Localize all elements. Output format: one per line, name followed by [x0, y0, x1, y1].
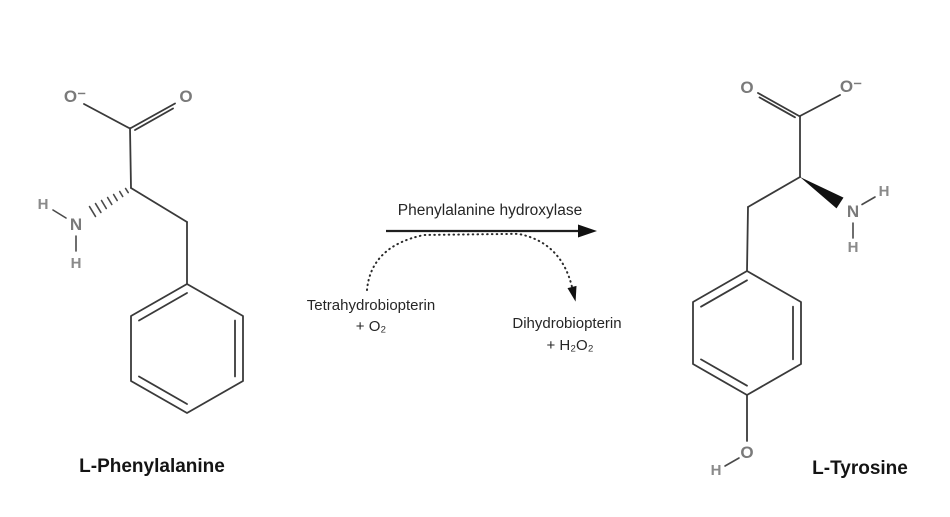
- tyr-amine-h-bottom-label: H: [848, 239, 859, 256]
- reaction-arrowhead: [578, 224, 597, 238]
- product-name-label: L-Tyrosine: [812, 458, 908, 479]
- ring-double-bond: [700, 279, 748, 308]
- tyrosine-structure: O O⁻ N H H O H L-Tyrosine: [692, 77, 908, 479]
- tyr-amine-n-label: N: [847, 202, 859, 221]
- reaction-center: Phenylalanine hydroxylase Tetrahydrobiop…: [307, 202, 622, 354]
- cofactor-arrowhead: [567, 285, 577, 302]
- phe-benzene-ring: [130, 283, 244, 414]
- tyr-carboxylate-o-label: O: [740, 78, 753, 97]
- phe-amine-n-label: N: [70, 215, 82, 234]
- phe-hashed-wedge-bond: [88, 187, 129, 218]
- tyr-hydroxyl-h-label: H: [711, 462, 722, 479]
- double-bond-inner: [134, 107, 174, 131]
- bond: [129, 102, 176, 130]
- bond: [129, 127, 132, 189]
- tyr-amine-h-top-label: H: [879, 183, 890, 200]
- bond: [83, 103, 130, 129]
- phe-carboxylate-o-minus-label: O⁻: [64, 87, 86, 106]
- cofactor-out-h2o2: + H₂O₂: [546, 337, 593, 354]
- ring-double-bond: [700, 358, 748, 387]
- bond: [746, 206, 749, 272]
- cofactor-arc: [366, 232, 573, 291]
- bond: [757, 92, 801, 118]
- bond: [130, 187, 188, 223]
- bond: [799, 94, 841, 117]
- cofactor-in-o2: + O₂: [356, 318, 387, 335]
- tyr-hydroxyl-o-label: O: [740, 443, 753, 462]
- bond: [861, 196, 876, 206]
- enzyme-name-label: Phenylalanine hydroxylase: [398, 202, 582, 219]
- cofactor-out-name: Dihydrobiopterin: [512, 315, 621, 332]
- double-bond-inner: [758, 96, 796, 119]
- substrate-name-label: L-Phenylalanine: [79, 456, 225, 477]
- phe-carboxylate-o-label: O: [179, 87, 192, 106]
- ring-double-bond: [138, 292, 188, 322]
- phe-amine-h-top-label: H: [38, 196, 49, 213]
- tyr-solid-wedge-bond: [800, 177, 844, 209]
- tyr-carboxylate-o-minus-label: O⁻: [840, 77, 862, 96]
- ring-double-bond: [138, 375, 188, 405]
- bond: [747, 176, 801, 208]
- tyr-benzene-ring: [692, 270, 802, 396]
- cofactor-in-name: Tetrahydrobiopterin: [307, 297, 435, 314]
- phe-amine-h-bottom-label: H: [71, 255, 82, 272]
- bond: [724, 457, 740, 467]
- bond: [52, 209, 67, 219]
- phenylalanine-structure: O⁻ O N H H L-Phenylalanine: [38, 87, 244, 477]
